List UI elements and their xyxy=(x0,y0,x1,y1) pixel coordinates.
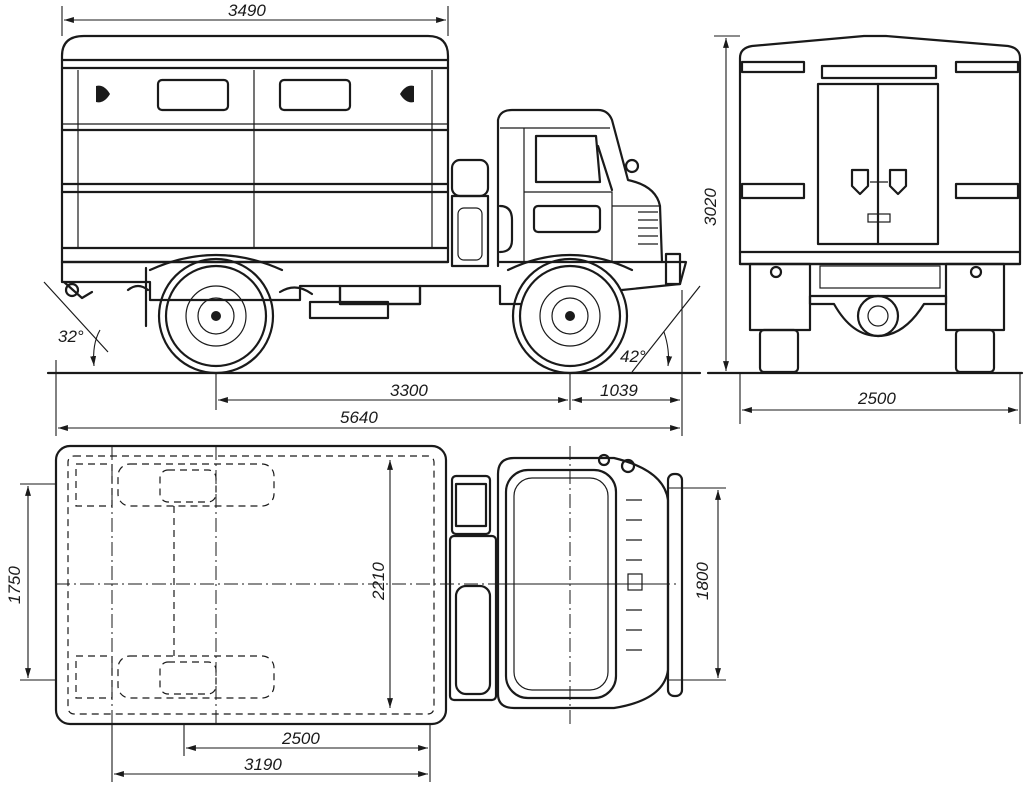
approach-angle-label: 42° xyxy=(620,347,646,366)
dim-floor-length: 2500 xyxy=(281,729,320,748)
side-window-right xyxy=(278,78,352,112)
marker-lamp-icon xyxy=(400,85,414,103)
rear-wheel xyxy=(157,257,275,375)
chassis xyxy=(60,252,688,328)
door-handle-icon xyxy=(888,168,908,196)
dim-top-track: 1750 xyxy=(5,566,24,604)
dim-body-width: 2210 xyxy=(369,562,388,601)
dim-rear-track: 2500 xyxy=(857,389,896,408)
cab xyxy=(496,108,664,268)
spare-carrier xyxy=(450,158,490,268)
van-body xyxy=(60,34,450,264)
hidden-rear-wheel-right xyxy=(117,655,275,699)
dim-body-length: 3490 xyxy=(228,1,266,20)
side-view: 32° 42° 3490 3300 1039 5640 xyxy=(43,1,702,436)
rear-arch xyxy=(148,253,284,272)
dim-cab-width: 1800 xyxy=(693,562,712,600)
rear-right-tyre xyxy=(954,328,996,374)
departure-angle-line xyxy=(43,281,109,353)
top-body-outline xyxy=(54,444,448,726)
approach-angle-line xyxy=(631,285,701,373)
hidden-rear-wheel-left xyxy=(117,463,275,507)
axle-differential xyxy=(856,294,900,338)
dim-top-length: 3190 xyxy=(244,755,282,774)
dim-wheelbase: 3300 xyxy=(390,381,428,400)
cab-window xyxy=(534,134,602,184)
side-window-left xyxy=(156,78,230,112)
marker-lamp-icon xyxy=(96,85,110,103)
rear-right-mudguard xyxy=(944,262,1006,332)
door-handle-icon xyxy=(850,168,870,196)
rear-view: 3020 2500 xyxy=(701,34,1024,424)
departure-angle-label: 32° xyxy=(58,327,84,346)
front-wheel xyxy=(511,257,629,375)
rear-left-tyre xyxy=(758,328,800,374)
dim-overall-length: 5640 xyxy=(340,408,378,427)
front-bumper xyxy=(666,472,684,698)
dim-front-overhang: 1039 xyxy=(600,381,638,400)
top-view: 2210 1800 1750 2500 3190 xyxy=(5,444,726,782)
front-arch xyxy=(506,253,634,272)
mirror-icon xyxy=(624,158,640,174)
rear-body xyxy=(738,34,1022,266)
dim-overall-height: 3020 xyxy=(701,188,720,226)
top-spare-carrier xyxy=(450,474,492,536)
